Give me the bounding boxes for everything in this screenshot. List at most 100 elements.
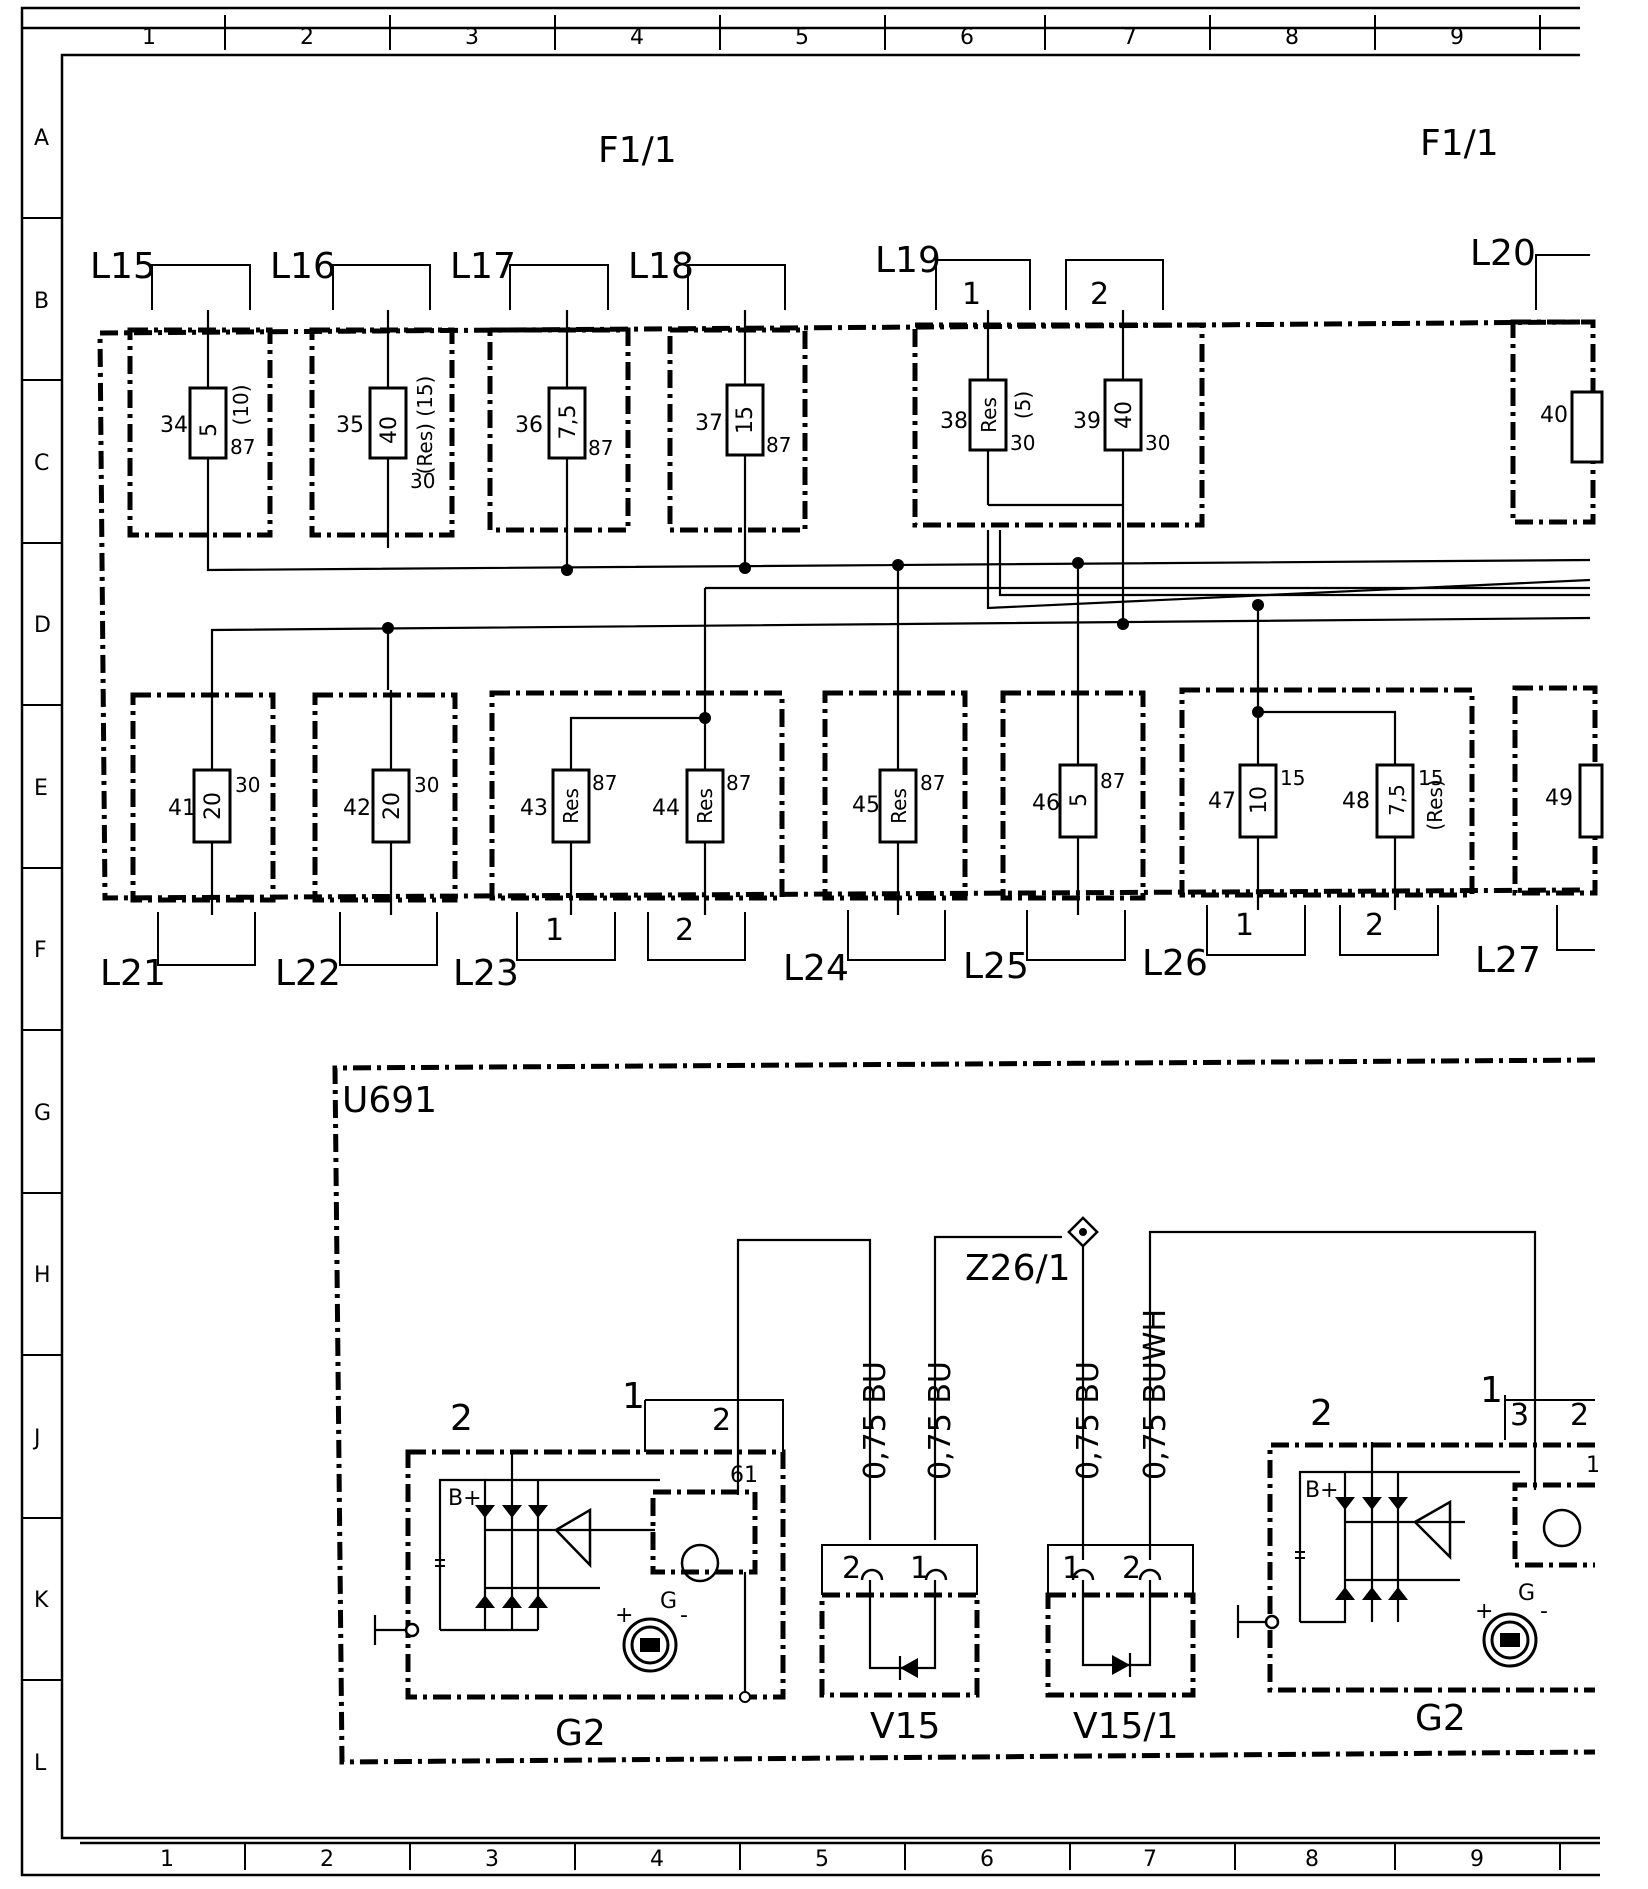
- row-label: C: [34, 451, 49, 476]
- svg-text:Res: Res: [693, 788, 717, 824]
- row-label: E: [34, 776, 48, 801]
- connector-bracket: [647, 912, 746, 961]
- pin-label: 2: [675, 913, 694, 948]
- svg-text:47: 47: [1208, 789, 1236, 814]
- svg-text:87: 87: [726, 771, 751, 795]
- fuse-41: 41 20 30: [168, 690, 260, 915]
- fuse-box-title: F1/1: [598, 130, 677, 171]
- connector-label: L15: [90, 246, 156, 287]
- col-label: 4: [630, 25, 644, 50]
- diode-v15: 2 1 V15: [819, 1544, 980, 1747]
- svg-text:V15: V15: [870, 1706, 940, 1747]
- svg-text:46: 46: [1032, 791, 1060, 816]
- grid-labels-top: 1 2 3 4 5 6 7 8 9: [142, 25, 1464, 50]
- fuse-40: 40: [1540, 390, 1604, 464]
- svg-text:(10): (10): [229, 384, 253, 425]
- svg-text:30: 30: [1010, 431, 1035, 455]
- fuse-box-outline: [97, 319, 1581, 901]
- svg-text:3: 3: [1510, 1398, 1529, 1433]
- fuse-subbox: [822, 690, 968, 901]
- col-label: 5: [815, 1847, 829, 1872]
- svg-text:87: 87: [1100, 769, 1125, 793]
- wire-label: 0,75 BU: [1071, 1361, 1106, 1480]
- svg-text:39: 39: [1073, 409, 1101, 434]
- fuse-48: 48 7,5 15 (Res): [1342, 763, 1447, 839]
- connector-label: L24: [783, 948, 849, 989]
- svg-text:G2: G2: [1415, 1698, 1466, 1739]
- svg-text:34: 34: [160, 413, 188, 438]
- connector-bracket: [1026, 910, 1126, 961]
- grid-row-ticks: [22, 217, 62, 1681]
- svg-text:30: 30: [410, 469, 435, 493]
- col-label: 9: [1450, 25, 1464, 50]
- col-label: 3: [485, 1847, 499, 1872]
- wire-labels: 0,75 BU 0,75 BU 0,75 BU 0,75 BUWH: [858, 1309, 1173, 1480]
- connector-bracket: [1556, 905, 1595, 951]
- alternator-g2-left: 2 1 2 61 B+ G + -: [373, 1376, 786, 1754]
- row-label: L: [34, 1751, 47, 1776]
- svg-text:30: 30: [414, 773, 439, 797]
- fuse-box-title: F1/1: [1420, 123, 1499, 164]
- svg-text:49: 49: [1545, 786, 1573, 811]
- svg-text:15: 15: [1418, 766, 1443, 790]
- connector-bracket: [1535, 254, 1590, 310]
- module-wires: [736, 1230, 1537, 1560]
- svg-text:2: 2: [842, 1551, 861, 1586]
- fuse-36: 36 7,5 87: [515, 310, 613, 570]
- svg-text:B+: B+: [1305, 1478, 1339, 1503]
- fuse-subbox: [309, 327, 455, 538]
- fuse-subbox: [1000, 690, 1146, 901]
- svg-text:5: 5: [197, 423, 222, 437]
- module-outline: [332, 1057, 1596, 1765]
- svg-text:-: -: [680, 1603, 688, 1628]
- svg-text:G: G: [660, 1589, 677, 1614]
- connector-label: L25: [963, 946, 1029, 987]
- row-label: A: [34, 126, 49, 151]
- grid-column-ticks: [224, 15, 1561, 1870]
- connector-bracket: [1339, 905, 1439, 956]
- connector-label: L22: [275, 953, 341, 994]
- fuse-subbox: [912, 322, 1205, 528]
- svg-text:40: 40: [1540, 403, 1568, 428]
- fuse-43: 43 Res 87: [520, 716, 705, 915]
- svg-text:61: 61: [730, 1463, 758, 1488]
- svg-text:30: 30: [235, 773, 260, 797]
- connector-bracket: [935, 259, 1031, 310]
- svg-text:B+: B+: [448, 1486, 482, 1511]
- row-label: G: [34, 1101, 51, 1126]
- svg-text:-: -: [1540, 1599, 1548, 1624]
- fuse-subbox: [312, 692, 458, 903]
- fuse-35: 35 40 (Res) (15) 30: [336, 310, 437, 548]
- svg-text:42: 42: [343, 796, 371, 821]
- connector-bracket: [1206, 905, 1306, 956]
- svg-text:41: 41: [168, 796, 196, 821]
- fuse-47: 47 10 15: [1208, 690, 1397, 910]
- svg-text:43: 43: [520, 796, 548, 821]
- svg-text:+: +: [1475, 1599, 1493, 1624]
- connector-label: L27: [1475, 940, 1541, 981]
- wire-label: 0,75 BUWH: [1138, 1309, 1173, 1480]
- svg-text:87: 87: [588, 436, 613, 460]
- ground-label: Z26/1: [965, 1248, 1071, 1289]
- col-label: 6: [980, 1847, 994, 1872]
- fuse-subbox: [1179, 687, 1475, 898]
- svg-text:+: +: [615, 1603, 633, 1628]
- connector-bracket: [339, 912, 438, 966]
- fuse-subbox: [130, 692, 276, 903]
- col-label: 1: [142, 25, 156, 50]
- col-label: 8: [1285, 25, 1299, 50]
- diode-v15-1: 1 2 V15/1: [1045, 1544, 1196, 1747]
- svg-text:1: 1: [1586, 1453, 1600, 1478]
- svg-text:2: 2: [712, 1403, 731, 1438]
- svg-text:40: 40: [377, 416, 402, 444]
- fuse-subbox: [489, 690, 785, 901]
- svg-text:2: 2: [450, 1398, 473, 1439]
- connector-bracket: [157, 912, 256, 966]
- svg-text:48: 48: [1342, 789, 1370, 814]
- connector-label: L21: [100, 953, 166, 994]
- svg-text:87: 87: [920, 771, 945, 795]
- row-label: H: [34, 1263, 51, 1288]
- fuse-44: 44 Res 87: [652, 690, 751, 915]
